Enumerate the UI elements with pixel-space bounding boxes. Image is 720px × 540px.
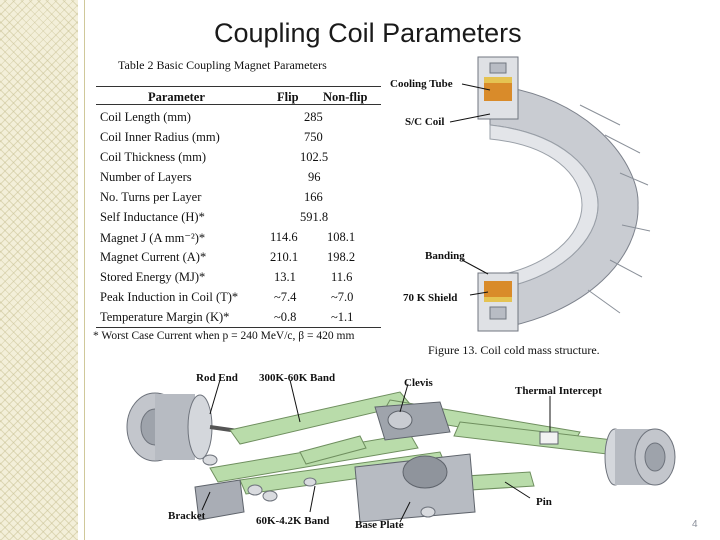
- table-top-rule: [96, 86, 381, 87]
- row-parameter: Coil Length (mm): [100, 110, 191, 124]
- row-value-flip: ~7.4: [274, 290, 297, 304]
- table-row: Self Inductance (H)* 591.8: [100, 208, 380, 228]
- thermal-intercept: [539, 431, 559, 445]
- table-caption: Table 2 Basic Coupling Magnet Parameters: [118, 58, 327, 72]
- row-value: 591.8: [300, 210, 329, 224]
- bottom-section-coil: [484, 281, 512, 297]
- table-header-non-flip: Non-flip: [323, 90, 368, 104]
- row-value: 96: [308, 170, 321, 184]
- table-row: Magnet Current (A)* 210.1 198.2: [100, 248, 380, 268]
- coil-cold-mass-figure: [477, 56, 651, 332]
- row-value-non-flip: ~1.1: [331, 310, 354, 324]
- label-sc-coil: S/C Coil: [405, 116, 445, 128]
- label-cooling-tube: Cooling Tube: [390, 78, 453, 90]
- row-value-non-flip: 198.2: [327, 250, 356, 264]
- label-300k-60k-band: 300K-60K Band: [259, 372, 336, 384]
- row-parameter: Magnet Current (A)*: [100, 250, 207, 264]
- side-divider-line: [84, 0, 85, 540]
- figure13-caption: Figure 13. Coil cold mass structure.: [428, 343, 600, 357]
- row-parameter: Coil Inner Radius (mm): [100, 130, 220, 144]
- label-clevis: Clevis: [404, 377, 433, 389]
- row-parameter: Number of Layers: [100, 170, 192, 184]
- table-row: Magnet J (A mm⁻²)* 114.6 108.1: [100, 228, 380, 248]
- table-row: Number of Layers 96: [100, 168, 380, 188]
- label-base-plate: Base Plate: [355, 519, 404, 531]
- band-short: [299, 435, 367, 465]
- row-value-flip: 114.6: [270, 230, 298, 244]
- row-parameter: No. Turns per Layer: [100, 190, 202, 204]
- row-value: 285: [304, 110, 323, 124]
- label-70k-shield: 70 K Shield: [403, 292, 458, 304]
- row-value-non-flip: 108.1: [327, 230, 356, 244]
- row-parameter: Magnet J (A mm⁻²)*: [100, 231, 206, 245]
- table-bottom-rule: [96, 327, 381, 328]
- label-rod-end: Rod End: [196, 372, 238, 384]
- row-value-non-flip: ~7.0: [331, 290, 354, 304]
- row-value-flip: 210.1: [270, 250, 299, 264]
- label-pin: Pin: [536, 496, 552, 508]
- row-parameter: Stored Energy (MJ)*: [100, 270, 206, 284]
- row-value-flip: ~0.8: [274, 310, 297, 324]
- bracket: [194, 479, 245, 521]
- slide-title: Coupling Coil Parameters: [214, 18, 522, 48]
- label-60k-4k-band: 60K-4.2K Band: [256, 515, 330, 527]
- table-header-flip: Flip: [277, 90, 299, 104]
- table-row: Coil Thickness (mm) 102.5: [100, 148, 380, 168]
- table-footnote: * Worst Case Current when p = 240 MeV/c,…: [93, 330, 355, 342]
- row-value-non-flip: 11.6: [331, 270, 353, 284]
- table-row: Peak Induction in Coil (T)* ~7.4 ~7.0: [100, 288, 380, 308]
- table-row: Coil Length (mm) 285: [100, 108, 380, 128]
- row-value: 102.5: [300, 150, 329, 164]
- top-section-coil: [484, 83, 512, 101]
- decorative-side-band: [0, 0, 78, 540]
- row-parameter: Temperature Margin (K)*: [100, 310, 230, 324]
- row-parameter: Coil Thickness (mm): [100, 150, 207, 164]
- table-row: No. Turns per Layer 166: [100, 188, 380, 208]
- clevis-block: [374, 401, 451, 441]
- table-row: Temperature Margin (K)* ~0.8 ~1.1: [100, 308, 380, 328]
- row-value: 750: [304, 130, 323, 144]
- label-thermal-intercept: Thermal Intercept: [515, 385, 602, 397]
- table-row: Stored Energy (MJ)* 13.1 11.6: [100, 268, 380, 288]
- label-banding: Banding: [425, 250, 465, 262]
- row-value-flip: 13.1: [274, 270, 296, 284]
- row-value: 166: [304, 190, 323, 204]
- row-parameter: Self Inductance (H)*: [100, 210, 205, 224]
- table-row: Coil Inner Radius (mm) 750: [100, 128, 380, 148]
- table-header-rule: [96, 104, 381, 105]
- label-bracket: Bracket: [168, 510, 206, 522]
- row-parameter: Peak Induction in Coil (T)*: [100, 290, 239, 304]
- figure13-leader-lines: [449, 83, 491, 296]
- table-header-parameter: Parameter: [148, 90, 205, 104]
- page-number: 4: [692, 519, 698, 530]
- support-structure-figure: [126, 379, 676, 523]
